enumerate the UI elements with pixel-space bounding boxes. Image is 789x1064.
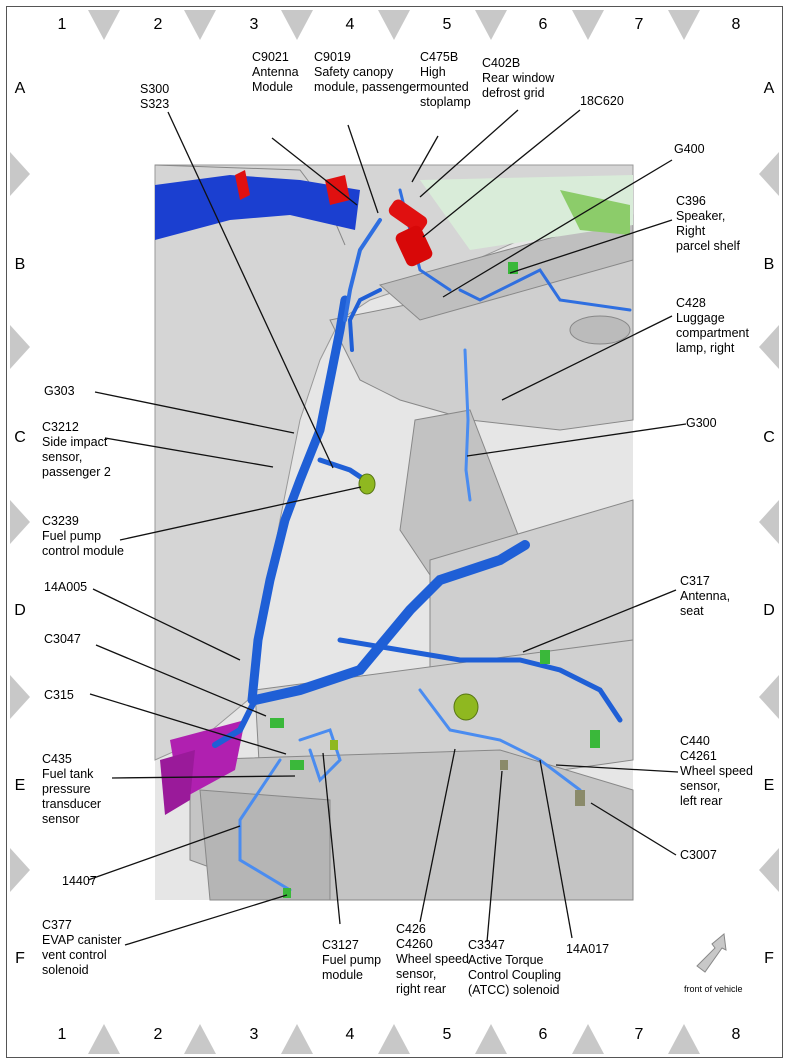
grid-col-2-bottom: 2 [153,1026,163,1043]
label-g303: G303 [44,384,75,398]
label-c315: C315 [44,688,74,702]
grid-col-6-bottom: 6 [538,1026,548,1043]
grid-row-b-right: B [763,256,775,273]
grid-col-2: 2 [153,16,163,33]
grid-row-a-right: A [763,80,775,97]
grid-row-e-right: E [763,777,775,794]
grid-col-7: 7 [634,16,644,33]
grid-col-7-bottom: 7 [634,1026,644,1043]
grid-row-e: E [14,777,26,794]
grid-col-4-bottom: 4 [345,1026,355,1043]
grid-col-1: 1 [57,16,67,33]
label-18c620: 18C620 [580,94,624,108]
grid-row-d: D [14,602,26,619]
grid-row-c: C [14,429,26,446]
label-14a005: 14A005 [44,580,88,594]
grid-row-c-right: C [763,429,775,446]
grid-row-b: B [14,256,26,273]
grid-row-f-right: F [764,950,774,967]
label-g300: G300 [686,416,717,430]
label-14407: 14407 [62,874,97,888]
vehicle-body [154,164,634,901]
label-14a017: 14A017 [566,942,610,956]
label-c3007: C3007 [680,848,717,862]
grid-col-5: 5 [442,16,452,33]
grid-col-8: 8 [731,16,741,33]
label-c3047: C3047 [44,632,81,646]
grid-col-4: 4 [345,16,355,33]
front-arrow-icon [696,933,727,973]
grid-markers [10,10,779,1054]
grid-col-3-bottom: 3 [249,1026,259,1043]
components [270,199,600,898]
diagram-frame [6,6,783,1058]
grid-col-8-bottom: 8 [731,1026,741,1043]
grid-row-a: A [14,80,26,97]
grid-row-f: F [15,950,25,967]
label-g400: G400 [674,142,705,156]
grid-col-6: 6 [538,16,548,33]
grid-row-d-right: D [763,602,775,619]
grid-col-1-bottom: 1 [57,1026,67,1043]
grid-col-5-bottom: 5 [442,1026,452,1043]
front-of-vehicle-label: front of vehicle [684,984,743,994]
leader-lines [87,109,687,946]
grid-col-3: 3 [249,16,259,33]
